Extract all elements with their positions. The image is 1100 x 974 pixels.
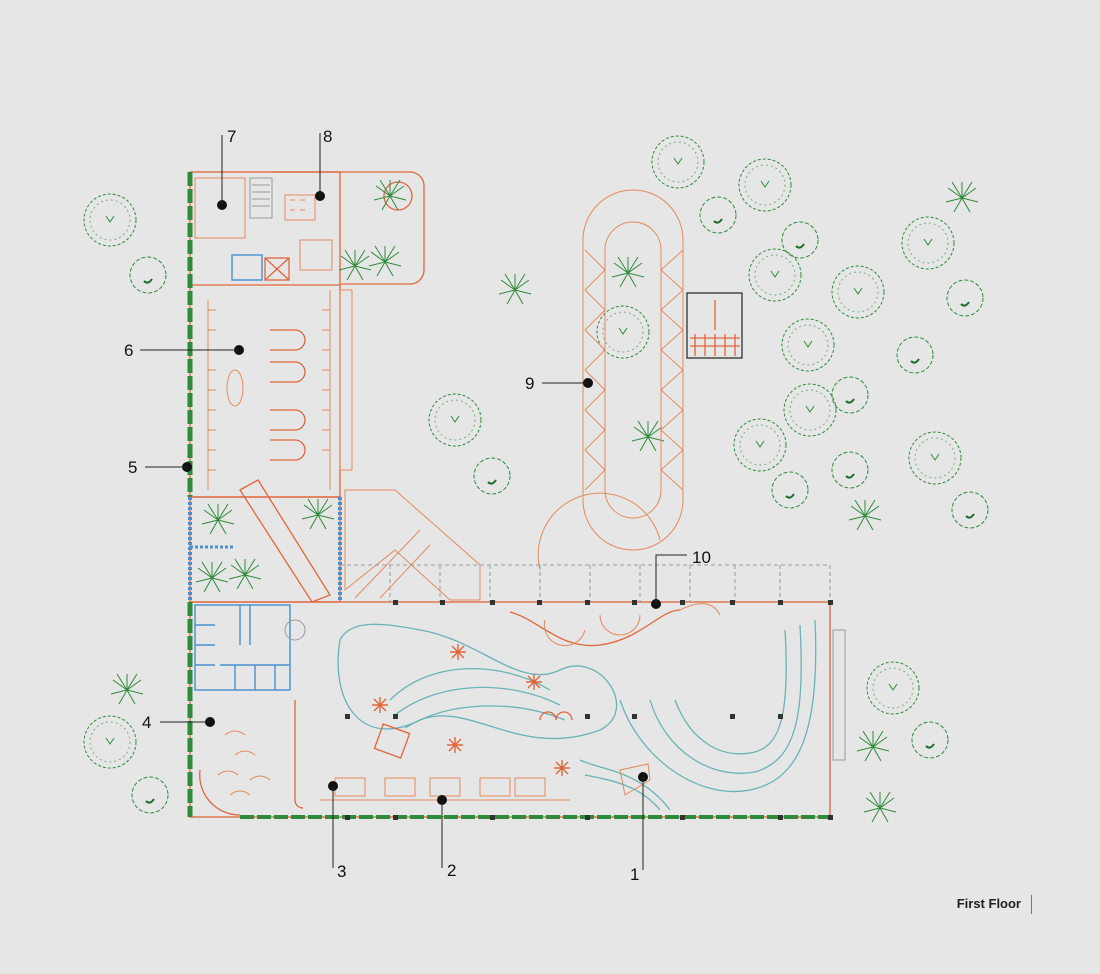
callouts: 1 2 3 4 5 6 7 8 9 10: [124, 127, 711, 884]
label-6: 6: [124, 341, 133, 360]
caption-divider: [1031, 895, 1032, 914]
label-1: 1: [630, 865, 639, 884]
trees: [83, 135, 989, 823]
north-wing: [187, 171, 425, 498]
label-2: 2: [447, 861, 456, 880]
label-9: 9: [525, 374, 534, 393]
label-5: 5: [128, 458, 137, 477]
floor-caption: First Floor: [956, 896, 1021, 911]
label-3: 3: [337, 862, 346, 881]
courtyard: [188, 479, 481, 603]
main-hall: [187, 564, 846, 820]
label-4: 4: [142, 713, 151, 732]
track: [537, 189, 743, 571]
label-10: 10: [692, 548, 711, 567]
label-8: 8: [323, 127, 332, 146]
label-7: 7: [227, 127, 236, 146]
